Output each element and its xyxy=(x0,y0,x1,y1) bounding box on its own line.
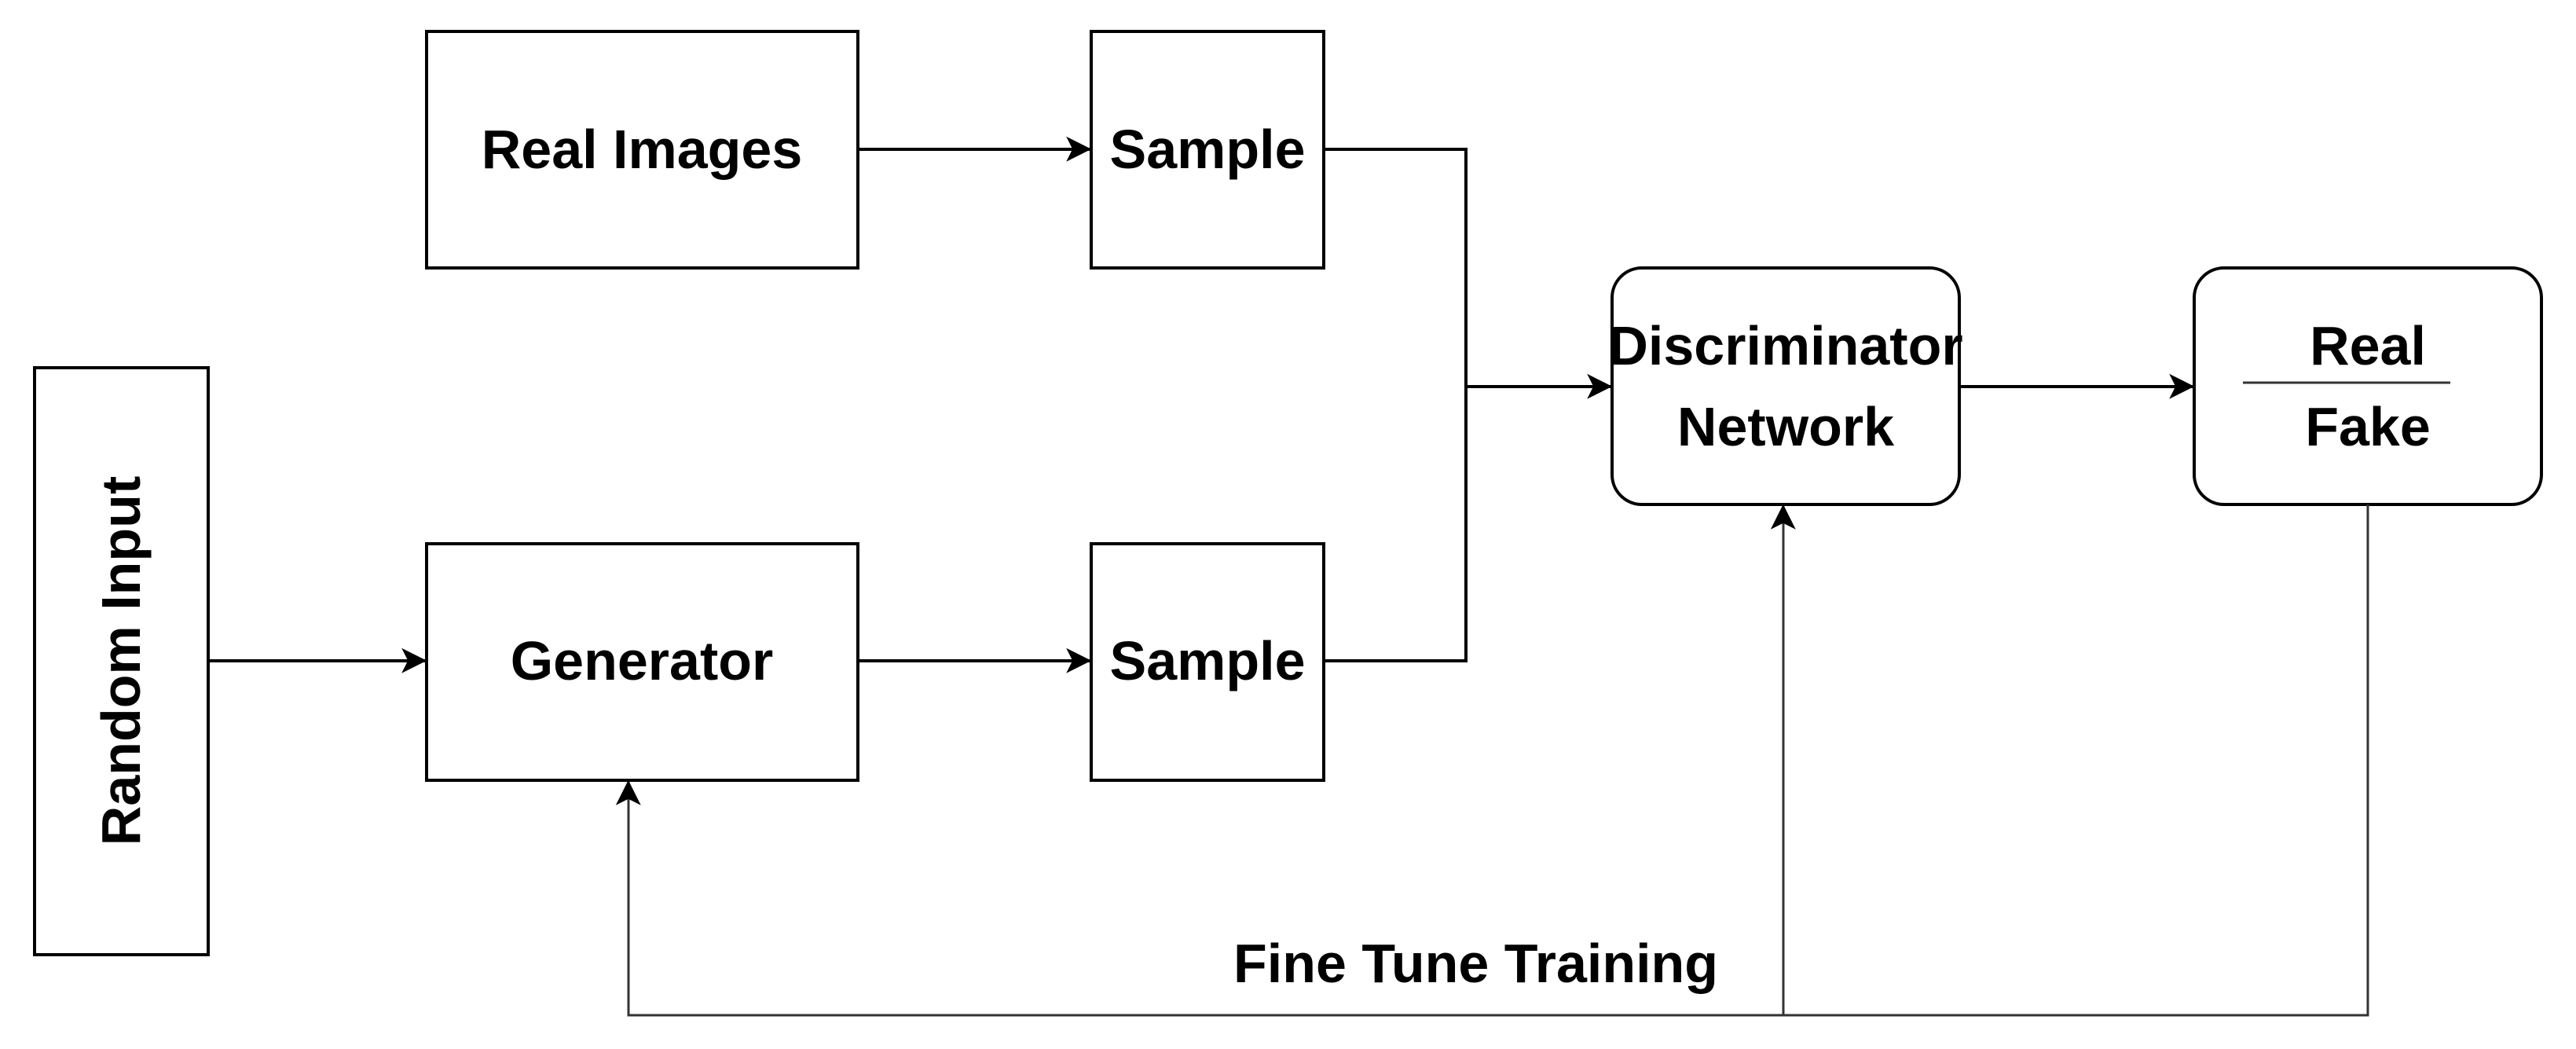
output-real-label: Real xyxy=(2310,315,2426,376)
discriminator-label-line2: Network xyxy=(1677,396,1894,457)
sample-generated-label: Sample xyxy=(1110,630,1306,691)
sample-real-box xyxy=(1090,30,1325,270)
discriminator-label-line1: Discriminator xyxy=(1608,315,1962,376)
generator-label: Generator xyxy=(511,630,774,691)
sample-generated-box xyxy=(1090,542,1325,782)
generator-node: Generator xyxy=(425,542,859,782)
output-fake-label: Fake xyxy=(2305,396,2431,457)
real-images-box xyxy=(425,30,859,270)
feedback-label: Fine Tune Training xyxy=(1233,933,1718,994)
real-images-node: Real Images xyxy=(425,30,859,270)
output-node: Real Fake xyxy=(2193,266,2543,506)
random-input-node: Random Input xyxy=(33,366,210,956)
sample-real-node: Sample xyxy=(1090,30,1325,270)
sample-generated-node: Sample xyxy=(1090,542,1325,782)
real-images-label: Real Images xyxy=(482,119,803,180)
discriminator-box xyxy=(1610,266,1961,506)
sample-real-label: Sample xyxy=(1110,119,1306,180)
random-input-box xyxy=(33,366,210,956)
output-box xyxy=(2193,266,2543,506)
feedback-line xyxy=(615,504,2369,1017)
generator-box xyxy=(425,542,859,782)
discriminator-node: Discriminator Network xyxy=(1608,266,1963,506)
random-input-label: Random Input xyxy=(90,476,152,845)
connector-sample-real-merge xyxy=(1324,148,1468,662)
